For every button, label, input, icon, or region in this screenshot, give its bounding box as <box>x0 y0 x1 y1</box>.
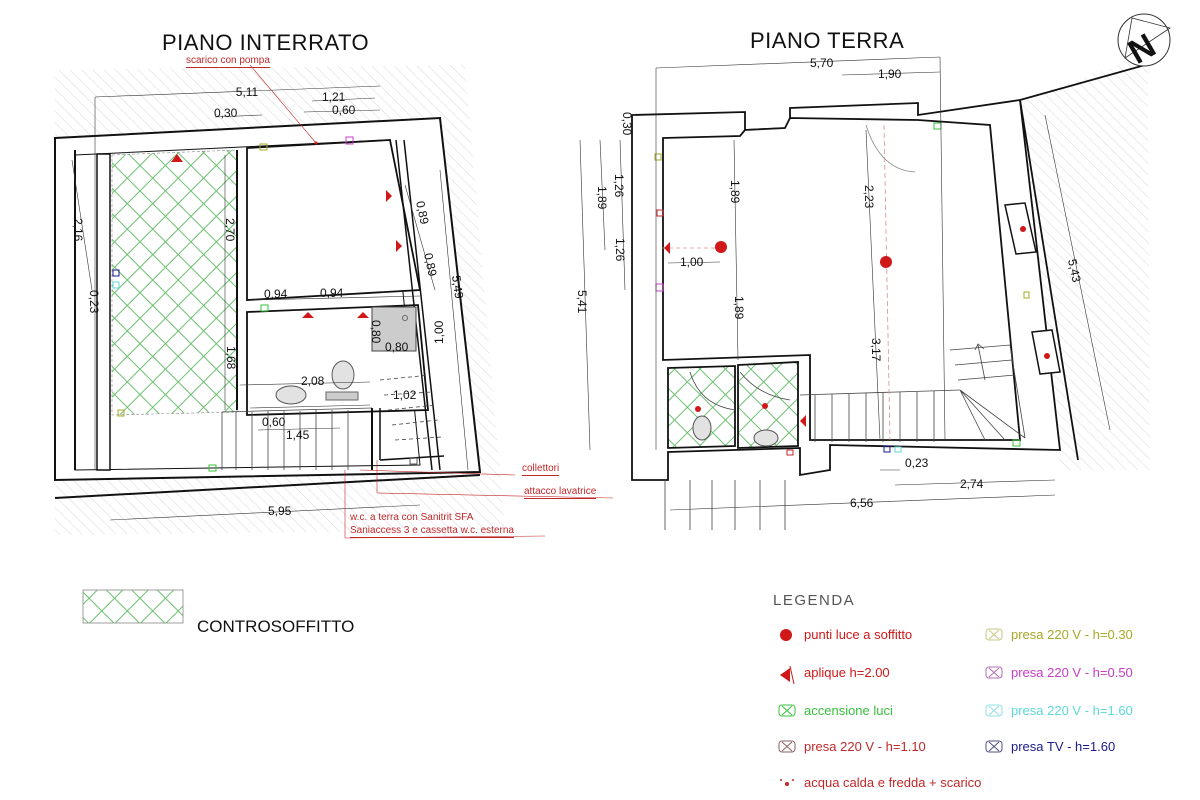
note-wc-line2: Saniaccess 3 e cassetta w.c. esterna <box>350 525 514 536</box>
dimension-label: 5,11 <box>236 85 259 99</box>
svg-text:2,74: 2,74 <box>960 477 984 491</box>
svg-text:1,90: 1,90 <box>878 67 902 81</box>
ceiling-hatch-swatch <box>82 589 184 624</box>
ground-title: PIANO TERRA <box>750 28 905 53</box>
svg-text:2,16: 2,16 <box>71 218 85 242</box>
wall-light-icon <box>778 665 796 684</box>
ceiling-hatch-label: CONTROSOFFITTO <box>197 617 355 636</box>
svg-text:1,21: 1,21 <box>322 90 346 104</box>
svg-text:0,89: 0,89 <box>413 200 432 226</box>
socket-icon <box>985 666 1003 680</box>
svg-text:0,94: 0,94 <box>264 287 288 301</box>
basement-plan: 5,11 1,21 0,30 0,60 2,16 0,23 2,70 0,89 … <box>54 64 614 539</box>
legend-item: presa 220 V - h=0.50 <box>985 665 1133 680</box>
svg-text:1,68: 1,68 <box>224 346 238 370</box>
socket-icon <box>985 704 1003 718</box>
tv-socket-icon <box>985 740 1003 754</box>
svg-text:0,80: 0,80 <box>385 340 409 354</box>
svg-text:1,00: 1,00 <box>432 320 446 344</box>
svg-text:0,60: 0,60 <box>262 415 286 429</box>
svg-text:0,60: 0,60 <box>332 103 356 117</box>
svg-text:1,89: 1,89 <box>728 180 742 204</box>
legend-item: punti luce a soffitto <box>778 627 912 642</box>
svg-text:0,80: 0,80 <box>369 320 383 344</box>
svg-text:2,70: 2,70 <box>223 218 237 242</box>
legend-title: LEGENDA <box>773 592 856 609</box>
legend-item: accensione luci <box>778 703 893 718</box>
note-wc: w.c. a terra con Sanitrit SFA Saniaccess… <box>350 511 514 538</box>
ceiling-light-icon <box>778 628 796 642</box>
water-icon <box>778 776 796 790</box>
legend-item: acqua calda e fredda + scarico <box>778 775 981 790</box>
svg-text:0,89: 0,89 <box>421 252 440 278</box>
svg-text:5,43: 5,43 <box>1065 258 1084 284</box>
svg-text:1,26: 1,26 <box>613 238 627 262</box>
svg-text:6,56: 6,56 <box>850 496 874 510</box>
svg-text:3,17: 3,17 <box>869 338 883 362</box>
legend-item: presa TV - h=1.60 <box>985 739 1115 754</box>
legend-item: presa 220 V - h=1.60 <box>985 703 1133 718</box>
legend-item: aplique h=2.00 <box>778 665 890 684</box>
svg-text:0,23: 0,23 <box>905 456 929 470</box>
svg-text:1,00: 1,00 <box>680 255 704 269</box>
note-attacco: attacco lavatrice <box>524 486 597 499</box>
basement-title: PIANO INTERRATO <box>162 30 370 55</box>
svg-text:0,30: 0,30 <box>620 112 634 136</box>
note-scarico: scarico con pompa <box>186 55 270 68</box>
svg-text:1,89: 1,89 <box>732 296 746 320</box>
svg-text:1,89: 1,89 <box>595 186 609 210</box>
svg-text:1,26: 1,26 <box>612 174 626 198</box>
svg-text:1,45: 1,45 <box>286 428 310 442</box>
note-collettori: collettori <box>522 463 560 476</box>
socket-icon <box>778 740 796 754</box>
svg-text:0,94: 0,94 <box>320 286 344 300</box>
svg-text:0,30: 0,30 <box>214 106 238 120</box>
svg-text:2,23: 2,23 <box>862 185 876 209</box>
ground-plan: 5,70 1,90 0,30 1,26 1,89 1,26 1,89 1,00 … <box>575 55 1150 530</box>
legend-item: presa 220 V - h=0.30 <box>985 627 1133 642</box>
note-wc-line1: w.c. a terra con Sanitrit SFA <box>350 512 474 523</box>
north-arrow-icon <box>1117 13 1171 67</box>
svg-text:1,02: 1,02 <box>393 388 417 402</box>
legend-item: presa 220 V - h=1.10 <box>778 739 926 754</box>
svg-text:5,70: 5,70 <box>810 56 834 70</box>
svg-text:2,08: 2,08 <box>301 374 325 388</box>
socket-icon <box>985 628 1003 642</box>
svg-text:5,49: 5,49 <box>449 274 466 299</box>
svg-text:5,41: 5,41 <box>575 290 589 314</box>
svg-text:5,95: 5,95 <box>268 504 292 518</box>
switch-icon <box>778 704 796 718</box>
svg-text:0,23: 0,23 <box>87 290 101 314</box>
